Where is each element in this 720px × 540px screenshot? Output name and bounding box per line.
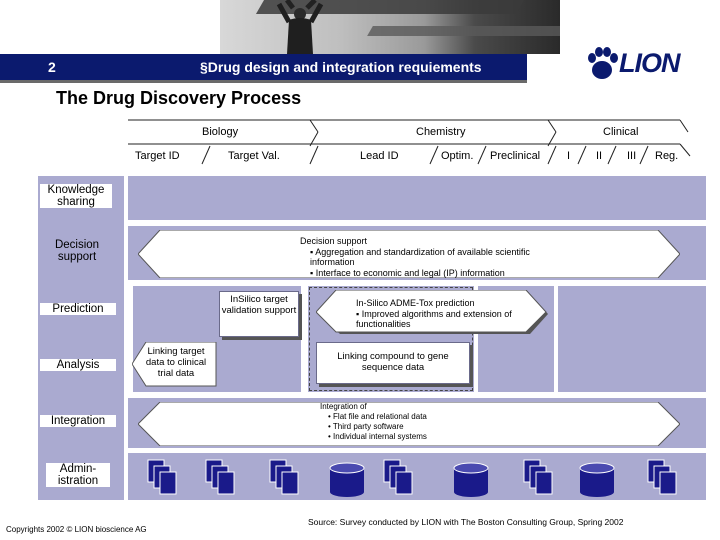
decision-arrow [138,230,680,278]
document-stack-icon [647,459,677,495]
stage-phase-2: II [596,150,603,162]
decision-bullet-1: ▪ Aggregation and standardization of ava… [310,246,530,268]
linking-compound-box: Linking compound to gene sequence data [316,342,470,384]
insilico-target-box: InSilico target validation support [219,291,299,337]
phase-biology: Biology [202,126,239,138]
person-silhouette [276,0,324,54]
stage-target-val: Target Val. [228,150,280,162]
integration-box: Integration of • Flat file and relationa… [320,402,520,442]
admetox-bullet-1-text: Improved algorithms and extension of fun… [356,308,512,330]
stage-optim: Optim. [441,150,474,162]
slide-number: 2 [48,59,56,75]
stage-lead-id: Lead ID [360,150,399,162]
footer-copyright: Copyrights 2002 © LION bioscience AG [6,525,147,534]
header-photo [220,0,560,54]
database-icon [579,462,615,498]
phase-chevrons [128,119,691,165]
integration-title: Integration of [320,402,367,411]
row-label-administration: Admin- istration [46,463,110,487]
header-bar [0,54,527,80]
integration-bullet-3-text: Individual internal systems [333,432,427,441]
integration-bullet-2: • Third party software [328,422,404,431]
linking-target-text: Linking target data to clinical trial da… [145,346,207,379]
administration-icons [147,459,677,498]
database-icon [453,462,489,498]
decision-support-title: Decision support [300,236,368,246]
admetox-title: In-Silico ADME-Tox prediction [356,298,475,308]
row-label-decision: Decision support [54,239,100,263]
integration-bullet-2-text: Third party software [332,422,404,431]
paw-icon [588,47,618,79]
header-title: §Drug design and integration requiements [200,59,482,75]
document-stack-icon [205,459,235,495]
stage-phase-1: I [567,150,571,162]
phase-chemistry: Chemistry [416,126,466,138]
document-stack-icon [383,459,413,495]
document-stack-icon [147,459,177,495]
decision-bullet-1-text: Aggregation and standardization of avail… [310,246,530,268]
integration-arrow [138,402,680,446]
linking-target-shape [132,342,217,387]
integration-bullet-1: • Flat file and relational data [328,412,427,421]
stage-phase-3: III [627,150,637,162]
admetox-arrow [316,290,548,334]
decision-support-box: Decision support ▪ Aggregation and stand… [300,236,560,278]
integration-bullet-3: • Individual internal systems [328,432,427,441]
phase-clinical: Clinical [603,126,639,138]
clinical-panel [558,286,706,392]
row-label-integration: Integration [40,415,116,427]
decision-bullet-2-text: Interface to economic and legal (IP) inf… [315,267,505,278]
row-label-knowledge: Knowledge sharing [40,184,112,208]
decision-bullet-2: ▪ Interface to economic and legal (IP) i… [310,267,505,278]
document-stack-icon [269,459,299,495]
header-rule [0,80,527,83]
knowledge-panel [128,176,706,220]
database-icon [329,462,365,498]
footer-source: Source: Survey conducted by LION with Th… [308,517,624,527]
admetox-box: In-Silico ADME-Tox prediction ▪ Improved… [356,298,516,330]
row-label-analysis: Analysis [40,359,116,371]
row-label-column [38,176,124,500]
integration-bullet-1-text: Flat file and relational data [333,412,427,421]
logo-text: LION [619,48,680,78]
admetox-bullet-1: ▪ Improved algorithms and extension of f… [356,308,512,330]
row-label-prediction: Prediction [40,303,116,315]
stage-reg: Reg. [655,150,679,162]
main-title: The Drug Discovery Process [56,88,302,108]
stage-target-id: Target ID [135,150,180,162]
document-stack-icon [523,459,553,495]
lion-logo: LION [585,46,705,86]
stage-preclinical: Preclinical [490,150,541,162]
